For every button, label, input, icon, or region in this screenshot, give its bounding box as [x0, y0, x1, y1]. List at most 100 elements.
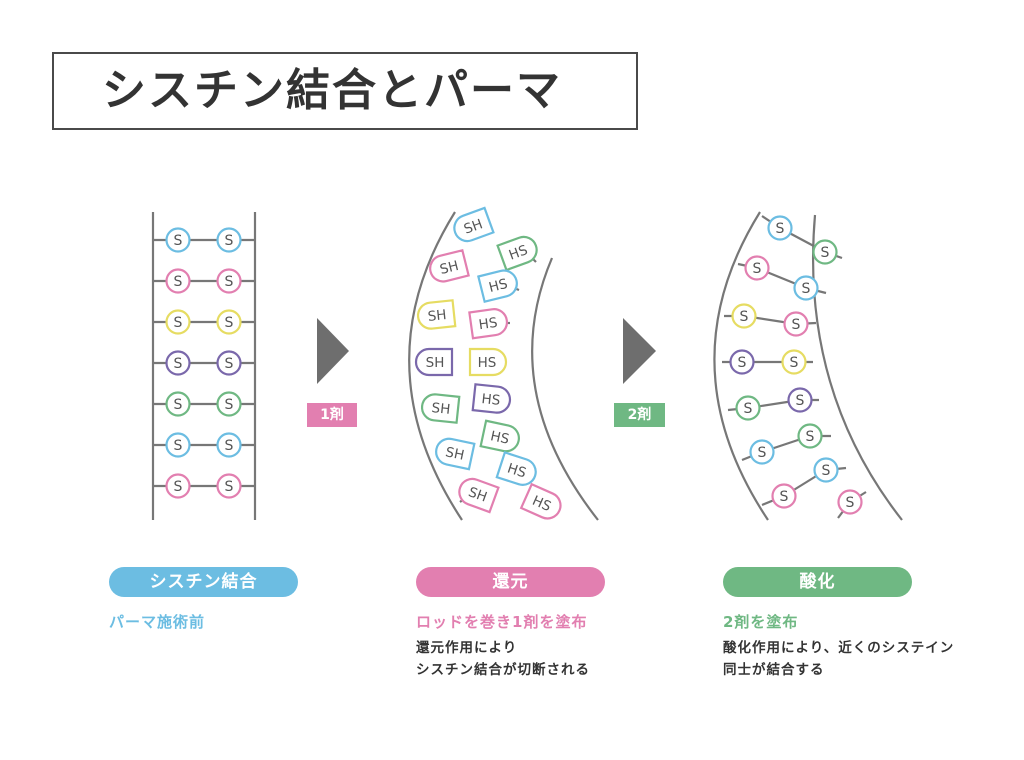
stage2-sh-tag-label: SH	[466, 484, 489, 505]
stage1-s-node-left-label: S	[174, 274, 183, 290]
stage2-hs-tag-label: HS	[478, 355, 497, 371]
stage3-s-node-left-label: S	[744, 401, 753, 417]
step3-desc-line1: 酸化作用により、近くのシステイン	[723, 640, 955, 656]
stage2-hs-tag: HS	[471, 383, 511, 414]
stage1-s-node-right-label: S	[225, 274, 234, 290]
stage2-sh-tag: SH	[453, 206, 495, 243]
stage2-hs-tag-label: HS	[489, 428, 511, 448]
stage2-sh-tag-label: SH	[462, 216, 485, 237]
stage1-s-node-left: S	[165, 350, 191, 376]
step2-desc-line1: 還元作用により	[416, 640, 518, 656]
step2-description: 還元作用により シスチン結合が切断される	[416, 637, 590, 681]
stage3-s-node-right-label: S	[822, 463, 831, 479]
stage3-s-node-left: S	[729, 349, 755, 375]
stage3-s-node-left-label: S	[738, 355, 747, 371]
stage2-sh-tag-label: SH	[444, 444, 466, 464]
step3-description: 酸化作用により、近くのシステイン 同士が結合する	[723, 637, 954, 681]
stage1-s-node-right-label: S	[225, 438, 234, 454]
step2-pill: 還元	[416, 567, 605, 597]
stage2-hs-tag: HS	[519, 482, 562, 520]
stage1-s-node-right: S	[216, 268, 242, 294]
stage3-s-node-right: S	[783, 311, 809, 337]
stage3-s-node-left-label: S	[753, 261, 762, 277]
stage3-s-node-right: S	[781, 349, 807, 375]
stage3-s-node-right: S	[812, 239, 838, 265]
stage1-s-node-left-label: S	[174, 438, 183, 454]
stage3-s-node-right: S	[813, 457, 839, 483]
stage2-hs-tag: HS	[468, 347, 508, 377]
stage2-hs-tag-label: HS	[481, 391, 501, 409]
stage2-sh-tag-label: SH	[431, 400, 451, 418]
stage1-s-node-left: S	[165, 268, 191, 294]
stage3-s-node-right-label: S	[846, 495, 855, 511]
stage1-s-node-left: S	[165, 473, 191, 499]
step1-pill: シスチン結合	[109, 567, 298, 597]
stage1-s-node-right-label: S	[225, 356, 234, 372]
stage2-hs-tag-label: HS	[478, 315, 499, 333]
arrow-1-label: 1剤	[307, 403, 357, 427]
stage1-s-node-right: S	[216, 473, 242, 499]
stage2-sh-tag: SH	[458, 477, 500, 514]
stage1-s-node-left-label: S	[174, 356, 183, 372]
page-title: シスチン結合とパーマ	[102, 65, 562, 116]
stage3-s-node-left: S	[771, 483, 797, 509]
stage3-s-node-right-label: S	[806, 429, 815, 445]
stage2-sh-tag: SH	[429, 248, 470, 283]
stage1-s-node-right: S	[216, 227, 242, 253]
stage2-left-strand	[408, 211, 463, 521]
stage1-s-node-right-label: S	[225, 479, 234, 495]
stage1-s-node-left: S	[165, 432, 191, 458]
step3-subtitle: 2剤を塗布	[723, 613, 799, 631]
stage1-s-node-right: S	[216, 432, 242, 458]
stage1-s-node-right-label: S	[225, 397, 234, 413]
stage2-sh-tag: SH	[414, 347, 454, 377]
stage3-s-node-left: S	[735, 395, 761, 421]
stage2-sh-tag: SH	[421, 393, 461, 424]
step3-desc-line2: 同士が結合する	[723, 662, 825, 678]
stage3-s-node-right-label: S	[821, 245, 830, 261]
stage3-s-node-right: S	[797, 423, 823, 449]
stage3-s-node-left: S	[744, 255, 770, 281]
stage2-sh-tag: SH	[435, 437, 476, 471]
arrow-2-label: 2剤	[614, 403, 665, 427]
stage3-s-node-left: S	[749, 439, 775, 465]
stage2-hs-tag: HS	[477, 269, 518, 304]
stage1-s-node-right: S	[216, 350, 242, 376]
stage3-s-node-right-label: S	[802, 281, 811, 297]
stage2-sh-tag-label: SH	[426, 355, 445, 371]
stage3-s-node-right-label: S	[790, 355, 799, 371]
arrow-2-icon	[623, 318, 656, 384]
stage1-s-node-left-label: S	[174, 479, 183, 495]
stage1-s-node-left-label: S	[174, 233, 183, 249]
stage2-right-strand	[531, 257, 599, 521]
stage2-sh-tag-label: SH	[438, 258, 460, 278]
stage2-hs-tag-label: HS	[530, 493, 554, 515]
stage2-hs-tag: HS	[468, 308, 508, 340]
stage2-hs-tag-label: HS	[507, 242, 530, 263]
stage3-s-node-right: S	[837, 489, 863, 515]
stage3-s-node-left-label: S	[780, 489, 789, 505]
stage1-s-node-left: S	[165, 309, 191, 335]
stage2-sh-tag: SH	[417, 299, 457, 330]
step2-subtitle: ロッドを巻き1剤を塗布	[416, 613, 588, 631]
stage3-s-node-left-label: S	[740, 309, 749, 325]
stage2-hs-tag-label: HS	[505, 460, 528, 481]
stage3-s-node-left: S	[731, 303, 757, 329]
stage3-s-node-left: S	[767, 215, 793, 241]
stage1-s-node-left-label: S	[174, 315, 183, 331]
stage1-s-node-right-label: S	[225, 233, 234, 249]
stage2-hs-tag-label: HS	[487, 276, 509, 296]
stage1-s-node-left: S	[165, 227, 191, 253]
stage2-sh-tag-label: SH	[427, 307, 447, 325]
stage3-left-strand	[713, 211, 769, 521]
stage3-s-node-left-label: S	[758, 445, 767, 461]
step3-pill: 酸化	[723, 567, 912, 597]
stage3-s-node-right: S	[793, 275, 819, 301]
stage1-s-node-left-label: S	[174, 397, 183, 413]
stage2-hs-tag: HS	[496, 235, 538, 272]
stage3-s-node-right-label: S	[796, 393, 805, 409]
title-box: シスチン結合とパーマ	[52, 52, 638, 130]
